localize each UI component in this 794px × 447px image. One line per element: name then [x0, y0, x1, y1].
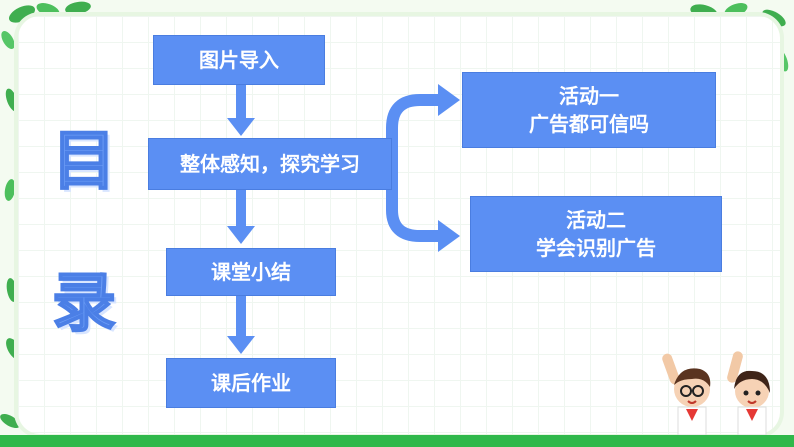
- step-box-summary: 课堂小结: [166, 248, 336, 296]
- title-char-lu: 录: [51, 266, 117, 342]
- leaf-decoration-top-left-icon: [1, 1, 91, 50]
- leaf-decoration-left-icon: [4, 88, 19, 302]
- step-box-homework: 课后作业: [166, 358, 336, 408]
- step-box-explore: 整体感知，探究学习: [148, 138, 392, 190]
- activity-title: 活动一: [559, 84, 619, 108]
- step-box-intro: 图片导入: [153, 35, 325, 85]
- bracket-arrows: [386, 94, 440, 242]
- activity-subtitle: 广告都可信吗: [529, 112, 649, 136]
- arrowhead-activity1: [438, 84, 460, 116]
- step-label: 整体感知，探究学习: [180, 152, 360, 176]
- activity-box-1: 活动一 广告都可信吗: [462, 72, 716, 148]
- arrowhead-activity2: [438, 220, 460, 252]
- title-char-mu: 目: [51, 124, 117, 200]
- bottom-green-bar: [0, 435, 794, 447]
- activity-subtitle: 学会识别广告: [536, 236, 656, 260]
- children-illustration-icon: [662, 351, 770, 435]
- step-label: 图片导入: [199, 48, 279, 72]
- arrow-step1-to-step2: [227, 84, 255, 136]
- arrow-step2-to-step3: [227, 190, 255, 244]
- activity-box-2: 活动二 学会识别广告: [470, 196, 722, 272]
- step-label: 课后作业: [211, 371, 291, 395]
- step-label: 课堂小结: [211, 260, 291, 284]
- activity-title: 活动二: [566, 208, 626, 232]
- arrow-step3-to-step4: [227, 296, 255, 354]
